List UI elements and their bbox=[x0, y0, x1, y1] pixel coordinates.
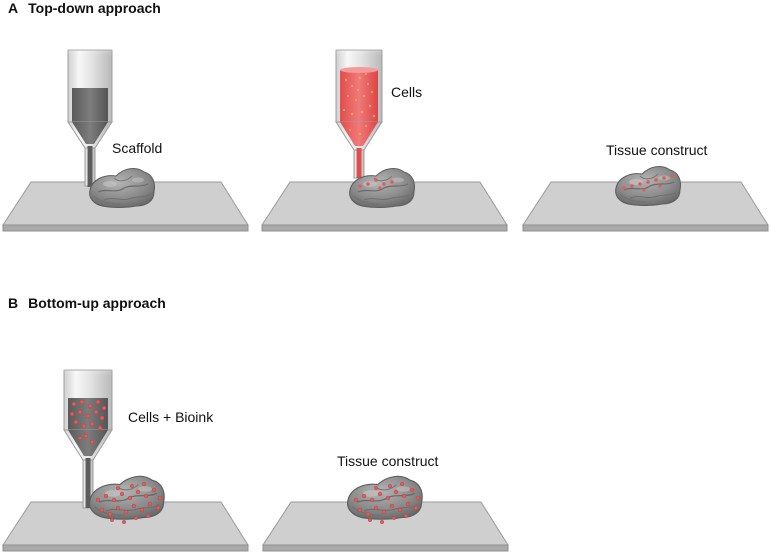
section-a-heading: Top-down approach bbox=[28, 0, 161, 16]
section-a-letter: A bbox=[8, 0, 19, 16]
section-b-title: B Bottom-up approach bbox=[8, 295, 166, 311]
scaffold-a1 bbox=[89, 167, 156, 209]
bioink-nozzle bbox=[62, 342, 114, 509]
scaffold-a2 bbox=[349, 167, 416, 209]
label-cells: Cells bbox=[391, 84, 423, 100]
label-tissue-construct-a: Tissue construct bbox=[606, 142, 708, 158]
tissue-construct-a bbox=[615, 165, 682, 207]
section-a-title: A Top-down approach bbox=[8, 0, 161, 16]
tissue-construct-b bbox=[346, 475, 423, 525]
label-tissue-construct-b: Tissue construct bbox=[337, 453, 439, 469]
cells-nozzle bbox=[334, 20, 384, 179]
label-cells-bioink: Cells + Bioink bbox=[128, 409, 214, 425]
scaffold-nozzle bbox=[66, 20, 114, 187]
bioink-construct-b1 bbox=[88, 475, 165, 525]
section-b-heading: Bottom-up approach bbox=[28, 295, 166, 311]
label-scaffold: Scaffold bbox=[112, 140, 163, 156]
section-b-letter: B bbox=[8, 295, 19, 311]
